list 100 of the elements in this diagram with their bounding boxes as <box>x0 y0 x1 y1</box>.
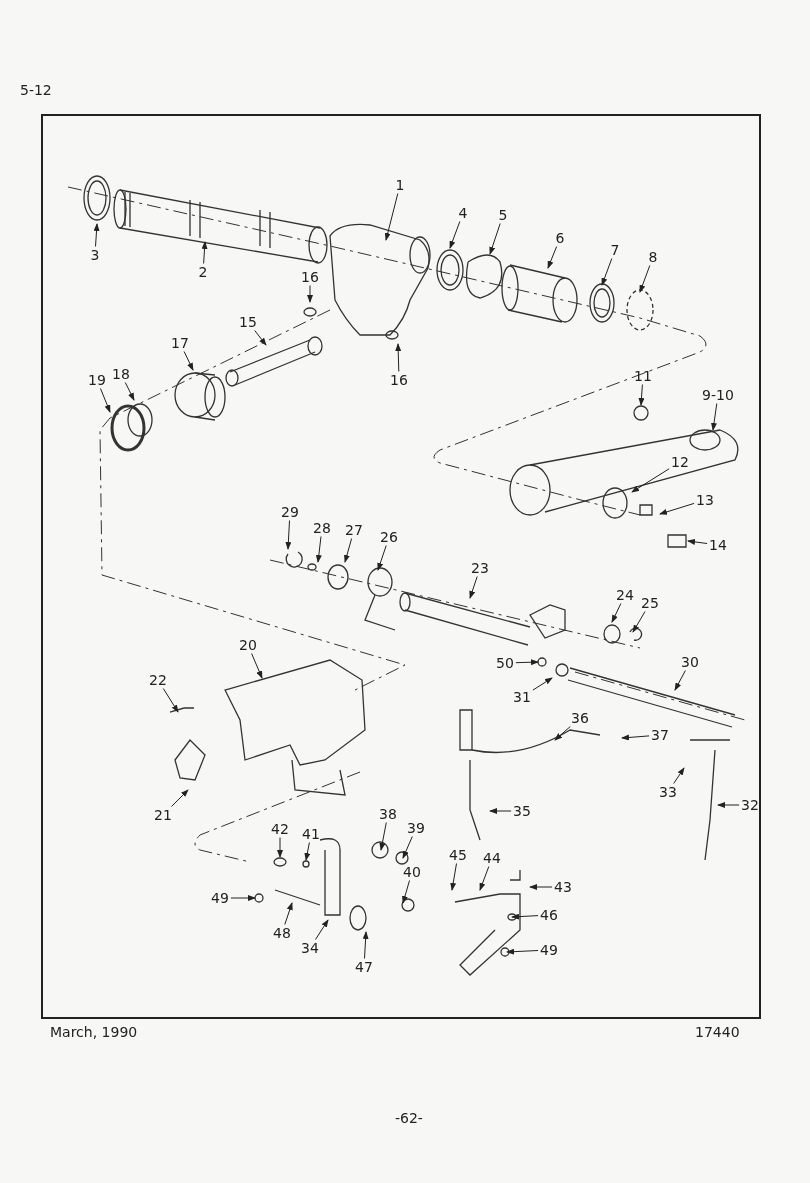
callout-number: 28 <box>312 520 332 536</box>
callout-number: 23 <box>470 560 490 576</box>
callout-number: 35 <box>512 803 532 819</box>
leader-line <box>124 382 135 401</box>
leader-line <box>304 842 311 861</box>
leader-line <box>377 545 387 571</box>
callout-number: 22 <box>148 672 168 688</box>
leader-line <box>402 836 413 859</box>
callout-number: 2 <box>197 264 209 280</box>
callout-number: 5 <box>497 207 509 223</box>
leader-line <box>601 258 613 286</box>
callout-number: 43 <box>553 879 573 895</box>
callout-number: 49 <box>210 890 230 906</box>
leader-line <box>687 538 708 545</box>
callout-number: 9-10 <box>701 387 735 403</box>
leader-line <box>449 221 461 249</box>
leader-line <box>479 866 490 891</box>
callout-number: 7 <box>609 242 621 258</box>
callout-number: 16 <box>300 269 320 285</box>
leader-line <box>183 351 194 371</box>
leader-line <box>638 384 645 406</box>
callout-number: 3 <box>89 247 101 263</box>
callout-number: 24 <box>615 587 635 603</box>
leader-line <box>162 688 179 713</box>
leader-line <box>230 895 256 901</box>
callout-number: 31 <box>512 689 532 705</box>
leader-line <box>489 808 512 814</box>
leader-line <box>384 193 399 241</box>
leader-line <box>515 659 539 666</box>
leader-line <box>532 677 553 691</box>
callout-number: 19 <box>87 372 107 388</box>
leader-line <box>611 603 622 623</box>
callout-number: 30 <box>680 654 700 670</box>
callout-number: 44 <box>482 850 502 866</box>
page-number: 5-12 <box>20 82 52 98</box>
callout-number: 37 <box>650 727 670 743</box>
leader-line <box>711 403 718 431</box>
leader-line <box>251 653 263 679</box>
leader-line <box>402 880 410 904</box>
leader-line <box>395 343 402 372</box>
leader-line <box>285 520 292 550</box>
callout-number: 47 <box>354 959 374 975</box>
drawing-number: 17440 <box>695 1024 740 1040</box>
leader-line <box>511 913 539 920</box>
leader-line <box>674 670 686 691</box>
callout-number: 32 <box>740 797 760 813</box>
leader-line <box>277 837 283 858</box>
callout-number: 39 <box>406 820 426 836</box>
leader-line <box>673 767 685 784</box>
leader-line <box>344 538 353 563</box>
leader-line <box>529 884 553 890</box>
callout-number: 36 <box>570 710 590 726</box>
callout-number: 27 <box>344 522 364 538</box>
leader-line <box>284 902 293 925</box>
callout-number: 13 <box>695 492 715 508</box>
leader-line <box>639 265 651 293</box>
leader-line <box>315 536 322 563</box>
leader-line <box>554 726 571 741</box>
leader-line <box>450 863 457 891</box>
leader-line <box>632 611 646 633</box>
leader-line <box>489 223 501 255</box>
leader-line <box>307 285 313 303</box>
leader-line <box>469 576 478 599</box>
leader-line <box>315 919 329 940</box>
leader-line <box>254 330 267 346</box>
leader-line <box>171 789 189 807</box>
callout-number: 40 <box>402 864 422 880</box>
callout-number: 41 <box>301 826 321 842</box>
callout-number: 14 <box>708 537 728 553</box>
date-note: March, 1990 <box>50 1024 138 1040</box>
callout-number: 42 <box>270 821 290 837</box>
callout-number: 15 <box>238 314 258 330</box>
callout-number: 6 <box>554 230 566 246</box>
callout-number: 45 <box>448 847 468 863</box>
callout-number: 20 <box>238 637 258 653</box>
leader-line <box>93 223 100 247</box>
leader-line <box>717 802 740 808</box>
leader-line <box>100 388 111 413</box>
leader-line <box>201 241 208 264</box>
callout-number: 34 <box>300 940 320 956</box>
callout-number: 17 <box>170 335 190 351</box>
leader-line <box>631 468 670 493</box>
callout-number: 4 <box>457 205 469 221</box>
callout-number: 21 <box>153 807 173 823</box>
callout-number: 29 <box>280 504 300 520</box>
callout-number: 11 <box>633 368 653 384</box>
callout-number: 48 <box>272 925 292 941</box>
leader-line <box>506 948 539 955</box>
leader-line <box>362 931 369 959</box>
callout-number: 33 <box>658 784 678 800</box>
callout-number: 26 <box>379 529 399 545</box>
page-number: -62- <box>395 1110 423 1126</box>
callout-number: 38 <box>378 806 398 822</box>
callout-number: 49 <box>539 942 559 958</box>
leader-line <box>621 734 650 741</box>
callout-number: 50 <box>495 655 515 671</box>
callout-number: 16 <box>389 372 409 388</box>
leader-line <box>547 246 558 269</box>
callout-number: 18 <box>111 366 131 382</box>
callout-number: 8 <box>647 249 659 265</box>
